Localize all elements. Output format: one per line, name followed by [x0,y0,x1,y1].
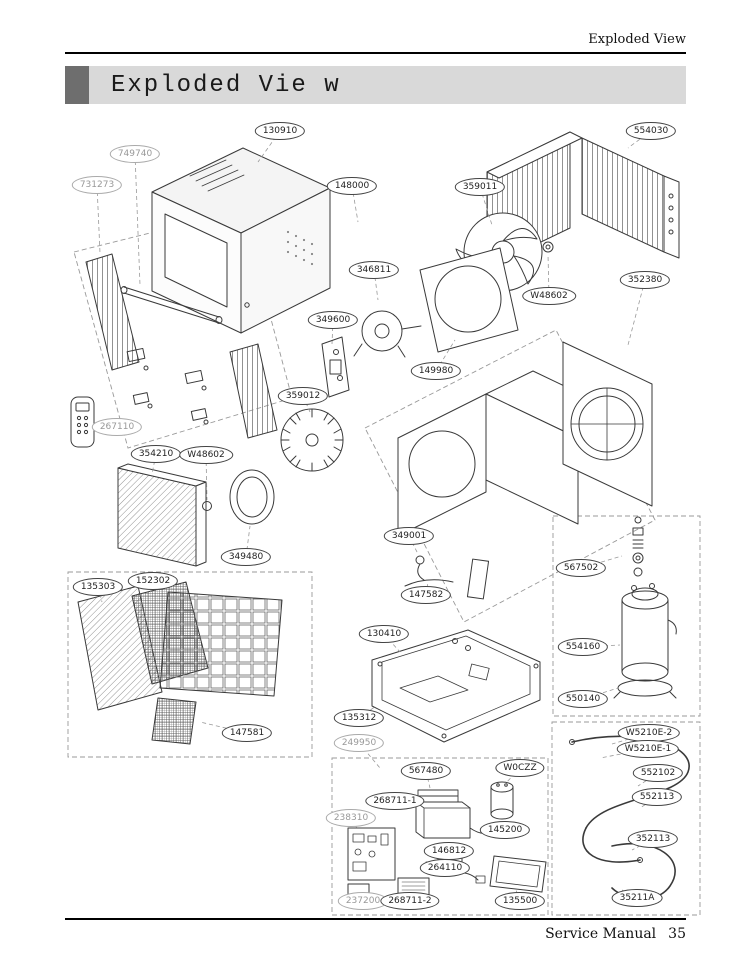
front-grille-assembly-drawing [85,253,278,439]
leader-line-249950 [358,742,381,769]
part-callout-152302: 152302 [127,572,179,590]
part-callout-135303: 135303 [72,578,124,596]
part-callout-W48602: W48602 [522,287,576,305]
header-rule [65,52,686,54]
group-compressor [552,515,701,717]
part-callout-567502: 567502 [555,559,607,577]
leader-line-149980 [435,339,456,372]
blower-wheel-drawing [280,408,344,472]
part-callout-146812: 146812 [423,842,475,860]
remote-control-drawing [70,396,95,448]
part-callout-249950: 249950 [333,734,385,752]
group-control-box [331,757,549,916]
leader-line-349480 [245,525,251,558]
fan-ring-drawing [229,469,275,525]
section-title: Exploded Vie w [111,71,341,99]
leader-line-346811 [373,269,379,301]
leader-line-731273 [96,184,101,254]
group-chassis [364,329,656,623]
title-accent-square [65,66,89,104]
footer-rule [65,918,686,920]
part-callout-268711-1: 268711-1 [365,792,425,810]
base-pan-drawing [371,629,541,743]
part-callout-130910: 130910 [254,122,306,140]
part-callout-352113: 352113 [627,830,679,848]
part-callout-352380: 352380 [619,271,671,289]
part-callout-238310: 238310 [325,809,377,827]
part-callout-148000: 148000 [326,177,378,195]
part-callout-149980: 149980 [410,362,462,380]
part-callout-354210: 354210 [130,445,182,463]
part-callout-567480: 567480 [400,762,452,780]
part-callout-552113: 552113 [631,788,683,806]
chassis-assembly-drawing [397,341,653,600]
part-callout-W48602: W48602 [179,446,233,464]
part-callout-554030: 554030 [625,122,677,140]
leader-line-554030 [627,130,652,149]
part-callout-552102: 552102 [632,764,684,782]
part-callout-349480: 349480 [220,548,272,566]
leader-line-130910 [257,130,281,163]
part-callout-35211A: 35211A [611,889,663,907]
group-tubing [551,721,701,916]
part-callout-147581: 147581 [221,724,273,742]
leader-line-554160 [582,644,621,648]
group-filters [67,571,313,758]
footer-label: Service Manual [545,926,657,942]
filter-grille-drawing [77,581,283,745]
leader-line-148000 [351,185,359,223]
part-callout-264110: 264110 [419,859,471,877]
leader-line-749740 [134,153,141,286]
part-callout-W0CZZ: W0CZZ [495,759,545,777]
part-callout-554160: 554160 [557,638,609,656]
part-callout-130410: 130410 [358,625,410,643]
part-callout-135500: 135500 [494,892,546,910]
header-running-title: Exploded View [588,32,686,47]
condenser-coil-drawing [486,131,680,269]
part-callout-749740: 749740 [109,145,161,163]
part-callout-W5210E-1: W5210E-1 [616,740,680,758]
footer-page-number: 35 [668,926,686,942]
part-callout-349600: 349600 [307,311,359,329]
part-callout-267110: 267110 [91,418,143,436]
part-callout-349001: 349001 [383,527,435,545]
fan-motor-drawing [321,212,554,398]
compressor-drawing [613,516,677,699]
part-callout-145200: 145200 [479,821,531,839]
part-callout-237200: 237200 [337,892,389,910]
leader-line-550140 [582,687,619,700]
part-callout-268711-2: 268711-2 [380,892,440,910]
part-callout-550140: 550140 [557,690,609,708]
part-callout-359011: 359011 [454,178,506,196]
part-callout-359012: 359012 [277,387,329,405]
footer: Service Manual 35 [545,926,686,942]
evaporator-coil-drawing [117,463,212,567]
part-callout-346811: 346811 [348,261,400,279]
part-callout-135312: 135312 [333,709,385,727]
section-title-band: Exploded Vie w [89,66,686,104]
cabinet-drawing [151,147,331,334]
part-callout-147582: 147582 [400,586,452,604]
part-callout-731273: 731273 [71,176,123,194]
